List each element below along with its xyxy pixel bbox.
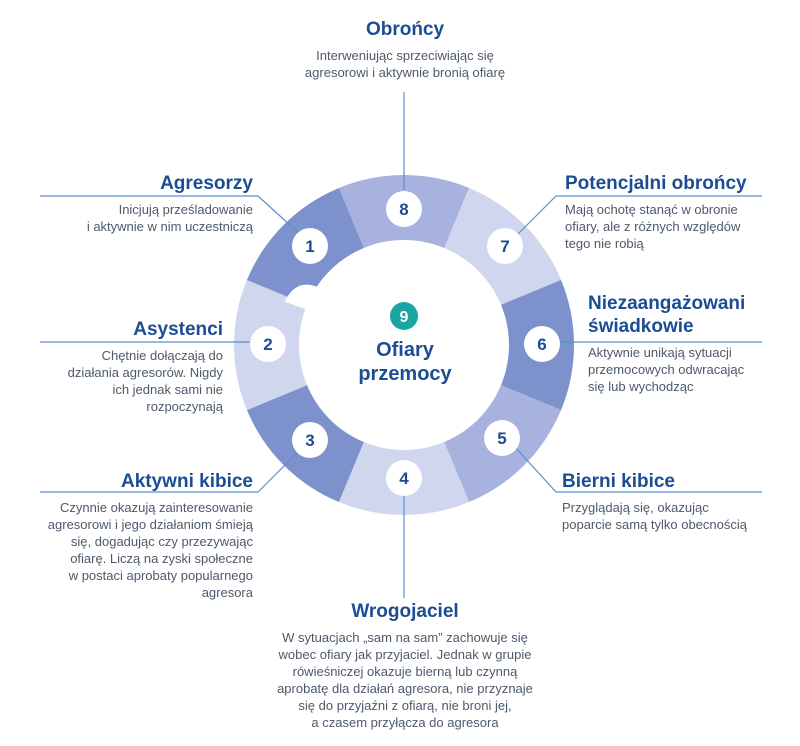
desc-line: poparcie samą tylko obecnością (562, 517, 747, 532)
desc-line: Przyglądają się, okazując (562, 500, 709, 515)
desc-line: w postaci aprobaty popularnego (68, 568, 253, 583)
desc-line: działania agresorów. Nigdy (67, 365, 223, 380)
badge-4: 4 (386, 460, 422, 496)
desc-line: tego nie robią (565, 236, 644, 251)
title-agresorzy: Agresorzy (160, 173, 253, 194)
desc-wrogojaciel: W sytuacjach „sam na sam” zachowuje się … (220, 629, 590, 731)
center-badge-number: 9 (400, 309, 409, 326)
badge-circle (524, 326, 560, 362)
title-wrogojaciel: Wrogojaciel (351, 601, 459, 622)
center-title-line2: przemocy (358, 363, 452, 385)
desc-obroncy: Interweniując sprzeciwiając się agresoro… (250, 47, 560, 81)
desc-line: Aktywnie unikają sytuacji (588, 345, 732, 360)
label-asystenci: Asystenci Chętnie dołączają do działania… (40, 318, 223, 415)
badge-circle (250, 326, 286, 362)
desc-line: się, dogadując czy przezywając (70, 534, 253, 549)
badge-number: 7 (500, 237, 509, 256)
desc-line: rozpoczynają (146, 399, 223, 414)
title-asystenci: Asystenci (133, 319, 223, 340)
desc-line: ich jednak sami nie (112, 382, 223, 397)
badge-2: 2 (250, 326, 286, 362)
badge-circle (386, 460, 422, 496)
desc-line: agresorowi i aktywnie bronią ofiarę (304, 65, 506, 80)
desc-line: a czasem przyłącza do agresora (311, 715, 499, 730)
badge-number: 1 (305, 237, 314, 256)
desc-line: ofiarę. Liczą na zyski społeczne (70, 551, 253, 566)
desc-agresorzy: Inicjują prześladowanie i aktywnie w nim… (40, 201, 253, 235)
desc-asystenci: Chętnie dołączają do działania agresorów… (40, 347, 223, 415)
badge-8: 8 (386, 191, 422, 227)
desc-line: Czynnie okazują zainteresowanie (60, 500, 253, 515)
badge-number: 6 (537, 335, 546, 354)
desc-line: agresorowi i jego działaniom śmieją (47, 517, 253, 532)
center-label: Ofiary przemocy (330, 338, 480, 386)
ring-notch (284, 284, 319, 310)
label-bierni-kibice: Bierni kibice Przyglądają się, okazując … (562, 470, 797, 533)
badge-number: 8 (399, 200, 408, 219)
label-niezaangazowani: Niezaangażowani świadkowie Aktywnie unik… (588, 292, 793, 395)
desc-line: rówieśniczej okazuje bierną lub czynną (292, 664, 518, 679)
badge-circle (386, 191, 422, 227)
title-aktywni-kibice: Aktywni kibice (121, 471, 253, 492)
desc-line: W sytuacjach „sam na sam” zachowuje się (282, 630, 528, 645)
title-niezaangazowani: Niezaangażowani świadkowie (588, 292, 793, 338)
badge-circle (292, 422, 328, 458)
badge-circle (484, 420, 520, 456)
leader-line-7 (513, 195, 762, 239)
title-line: Niezaangażowani (588, 293, 746, 314)
label-aktywni-kibice: Aktywni kibice Czynnie okazują zainteres… (0, 470, 253, 601)
label-obroncy: Obrońcy Interweniując sprzeciwiając się … (250, 18, 560, 81)
badge-number: 4 (399, 469, 409, 488)
label-potencjalni-obroncy: Potencjalni obrońcy Mają ochotę stanąć w… (565, 172, 795, 252)
desc-niezaangazowani: Aktywnie unikają sytuacji przemocowych o… (588, 344, 793, 395)
badge-number: 5 (497, 429, 506, 448)
badge-5: 5 (484, 420, 520, 456)
badge-7: 7 (487, 228, 523, 264)
badge-circle (292, 228, 328, 264)
badge-number: 3 (305, 431, 314, 450)
badge-number: 2 (263, 335, 272, 354)
desc-line: ofiary, ale z różnych względów (565, 219, 741, 234)
badge-3: 3 (292, 422, 328, 458)
desc-line: wobec ofiary jak przyjaciel. Jednak w gr… (278, 647, 532, 662)
label-agresorzy: Agresorzy Inicjują prześladowanie i akty… (40, 172, 253, 235)
label-wrogojaciel: Wrogojaciel W sytuacjach „sam na sam” za… (220, 600, 590, 731)
desc-line: i aktywnie w nim uczestniczą (86, 219, 253, 234)
center-badge: 9 (390, 302, 418, 330)
title-potencjalni-obroncy: Potencjalni obrońcy (565, 173, 747, 194)
desc-line: Inicjują prześladowanie (118, 202, 253, 217)
leader-line-3 (40, 443, 307, 493)
desc-line: aprobatę dla działań agresora, nie przyz… (277, 681, 533, 696)
desc-line: Chętnie dołączają do (101, 348, 223, 363)
desc-aktywni-kibice: Czynnie okazują zainteresowanie agresoro… (0, 499, 253, 601)
leader-line-1 (40, 195, 303, 237)
desc-line: przemocowych odwracając (588, 362, 745, 377)
desc-bierni-kibice: Przyglądają się, okazując poparcie samą … (562, 499, 797, 533)
desc-line: agresora (201, 585, 253, 600)
badge-6: 6 (524, 326, 560, 362)
title-obroncy: Obrońcy (365, 19, 445, 40)
center-badge-circle (390, 302, 418, 330)
number-badges: 1 2 3 4 5 6 7 8 (250, 191, 560, 496)
badge-1: 1 (292, 228, 328, 264)
title-line: świadkowie (588, 316, 694, 337)
leader-lines (40, 92, 762, 598)
desc-potencjalni-obroncy: Mają ochotę stanąć w obronie ofiary, ale… (565, 201, 795, 252)
desc-line: się do przyjaźni z ofiarą, nie broni jej… (298, 698, 512, 713)
leader-line-5 (513, 445, 762, 493)
title-bierni-kibice: Bierni kibice (562, 471, 675, 492)
desc-line: Mają ochotę stanąć w obronie (565, 202, 738, 217)
badge-circle (487, 228, 523, 264)
desc-line: się lub wychodząc (588, 379, 694, 394)
desc-line: Interweniując sprzeciwiając się (316, 48, 494, 63)
center-title-line1: Ofiary (376, 339, 434, 361)
